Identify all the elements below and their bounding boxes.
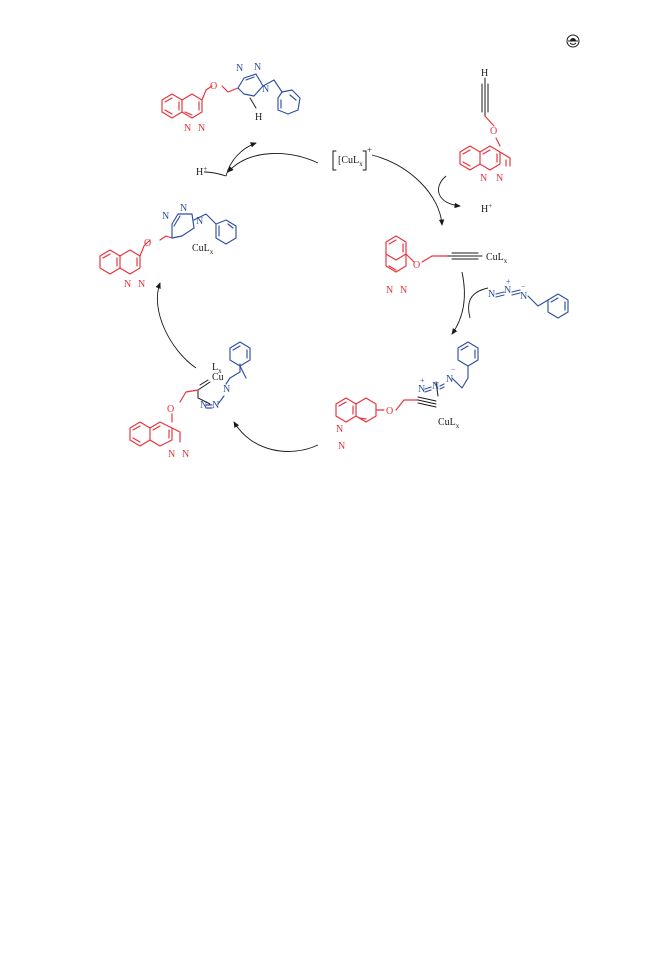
svg-text:Cu: Cu bbox=[212, 372, 224, 383]
svg-text:N: N bbox=[162, 211, 169, 222]
svg-text:O: O bbox=[386, 406, 393, 417]
svg-text:N: N bbox=[262, 84, 269, 95]
svg-text:N: N bbox=[446, 374, 453, 385]
svg-text:O: O bbox=[490, 126, 497, 137]
svg-text:Lx: Lx bbox=[212, 362, 222, 375]
svg-text:N: N bbox=[254, 62, 261, 73]
azide-copper-complex-structure: N N O CuLx N + N N − bbox=[335, 341, 479, 452]
svg-text:N: N bbox=[196, 216, 203, 227]
svg-text:N: N bbox=[223, 384, 230, 395]
catalyst-label: [CuLx + bbox=[332, 145, 372, 171]
svg-text:+: + bbox=[506, 277, 511, 286]
svg-text:H: H bbox=[255, 112, 262, 123]
copper-acetylide-structure: N N O CuLx bbox=[385, 235, 508, 296]
svg-text:N: N bbox=[488, 289, 495, 300]
cycle-arrows bbox=[155, 142, 489, 452]
svg-text:O: O bbox=[144, 238, 151, 249]
svg-text:N: N bbox=[200, 400, 207, 411]
proton-label-right: H+ bbox=[481, 202, 492, 215]
svg-text:N: N bbox=[432, 381, 439, 392]
svg-text:−: − bbox=[521, 282, 526, 291]
svg-text:N: N bbox=[418, 384, 425, 395]
svg-text:N: N bbox=[520, 291, 527, 302]
svg-text:−: − bbox=[451, 365, 456, 374]
svg-text:H+: H+ bbox=[481, 202, 492, 215]
svg-text:O: O bbox=[167, 404, 174, 415]
svg-text:N: N bbox=[496, 173, 503, 184]
cinnoline-red bbox=[161, 85, 239, 119]
svg-text:N: N bbox=[236, 63, 243, 74]
svg-text:N: N bbox=[180, 203, 187, 214]
svg-text:N: N bbox=[198, 123, 205, 134]
svg-text:+: + bbox=[420, 376, 425, 385]
svg-text:N: N bbox=[338, 441, 345, 452]
svg-text:CuLx: CuLx bbox=[486, 252, 508, 265]
svg-text:N: N bbox=[336, 424, 343, 435]
svg-text:N: N bbox=[212, 400, 219, 411]
svg-text:N: N bbox=[480, 173, 487, 184]
svg-text:N: N bbox=[168, 449, 175, 460]
triazole-product-structure: N N O N N N H bbox=[161, 62, 301, 134]
svg-text:N: N bbox=[182, 449, 189, 460]
copper-triazolide-structure: N N O N N N CuLx bbox=[99, 203, 237, 290]
svg-text:N: N bbox=[400, 285, 407, 296]
benzyl-azide-reagent: N N + N − bbox=[488, 277, 569, 319]
svg-text:[CuLx: [CuLx bbox=[338, 155, 363, 168]
svg-text:N: N bbox=[386, 285, 393, 296]
svg-text:H+: H+ bbox=[196, 165, 207, 178]
svg-text:O: O bbox=[413, 260, 420, 271]
triazole-ring-blue bbox=[237, 73, 301, 115]
copper-metallacycle-structure: Lx Cu N N N O N N bbox=[129, 341, 251, 460]
svg-text:N: N bbox=[184, 123, 191, 134]
svg-text:CuLx: CuLx bbox=[438, 417, 460, 430]
corner-logo-icon bbox=[566, 34, 580, 48]
svg-text:+: + bbox=[367, 145, 372, 155]
svg-text:N: N bbox=[138, 279, 145, 290]
svg-text:N: N bbox=[504, 285, 511, 296]
svg-text:CuLx: CuLx bbox=[192, 243, 214, 256]
svg-text:H: H bbox=[481, 68, 488, 79]
alkyne-substrate-structure: H O N N bbox=[459, 68, 511, 184]
svg-text:O: O bbox=[210, 81, 217, 92]
svg-text:N: N bbox=[124, 279, 131, 290]
proton-label-top: H+ bbox=[196, 165, 207, 178]
